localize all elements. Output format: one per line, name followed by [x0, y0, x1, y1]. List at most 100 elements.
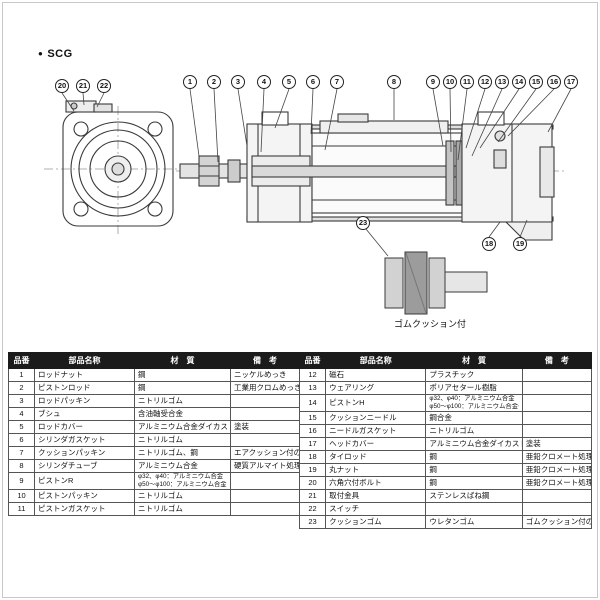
material-cell: アルミニウム合金ダイカスト [425, 437, 523, 451]
material-cell: 鋼 [134, 368, 231, 382]
part-name-cell: ピストンパッキン [34, 489, 135, 503]
column-header: 材 質 [425, 352, 523, 369]
remarks-cell: 亜鉛クロメート処理 [521, 476, 593, 490]
callout-1: 1 [183, 75, 197, 89]
part-number-cell: 3 [8, 394, 35, 408]
part-name-cell: 取付金具 [325, 489, 427, 503]
material-cell: 鋼合金 [425, 411, 523, 425]
remarks-cell: 塗装 [230, 420, 300, 434]
remarks-cell [521, 424, 593, 438]
material-cell: ステンレスばね鋼 [425, 489, 523, 503]
part-name-cell: ニードルガスケット [325, 424, 427, 438]
part-name-cell: ブシュ [34, 407, 135, 421]
callout-4: 4 [257, 75, 271, 89]
material-cell: ニトリルゴム [134, 489, 231, 503]
column-header: 備 考 [521, 352, 593, 369]
column-header: 部品名称 [34, 352, 135, 369]
callout-18: 18 [482, 237, 496, 251]
table-row: 23クッションゴムウレタンゴムゴムクッション付のみ [298, 515, 593, 529]
detail-caption: ゴムクッション付 [394, 319, 467, 329]
remarks-cell: 工業用クロムめっき [230, 381, 300, 395]
part-name-cell: 磁石 [325, 368, 427, 382]
part-number-cell: 17 [298, 437, 327, 451]
header-row: 品番部品名称材 質備 考 [8, 352, 300, 369]
material-cell: 鋼 [425, 450, 523, 464]
part-name-cell: ロッドパッキン [34, 394, 135, 408]
part-number-cell: 23 [298, 515, 327, 529]
remarks-cell [230, 407, 300, 421]
material-cell: ニトリルゴム [134, 394, 231, 408]
remarks-cell [521, 411, 593, 425]
cushion-detail-view [384, 251, 488, 315]
remarks-cell [521, 381, 593, 395]
part-number-cell: 2 [8, 381, 35, 395]
column-header: 部品名称 [325, 352, 427, 369]
material-cell: ニトリルゴム [134, 502, 231, 516]
part-number-cell: 7 [8, 446, 35, 460]
callout-2: 2 [207, 75, 221, 89]
remarks-cell [230, 489, 300, 503]
callout-6: 6 [306, 75, 320, 89]
remarks-cell [230, 433, 300, 447]
callout-22: 22 [97, 79, 111, 93]
remarks-cell [521, 394, 593, 412]
material-cell: 鋼 [134, 381, 231, 395]
material-cell: プラスチック [425, 368, 523, 382]
part-name-cell: ピストンR [34, 472, 135, 490]
part-number-cell: 11 [8, 502, 35, 516]
part-number-cell: 1 [8, 368, 35, 382]
remarks-cell [521, 368, 593, 382]
part-name-cell: シリンダガスケット [34, 433, 135, 447]
part-number-cell: 22 [298, 502, 327, 516]
part-name-cell: ヘッドカバー [325, 437, 427, 451]
part-name-cell: ピストンガスケット [34, 502, 135, 516]
callout-11: 11 [460, 75, 474, 89]
part-name-cell: ロッドカバー [34, 420, 135, 434]
material-cell: 含油軸受合金 [134, 407, 231, 421]
part-number-cell: 16 [298, 424, 327, 438]
material-cell: ウレタンゴム [425, 515, 523, 529]
part-number-cell: 15 [298, 411, 327, 425]
table-header: 品番部品名称材 質備 考 [298, 352, 593, 369]
leader-lines [61, 88, 572, 257]
front-view [62, 100, 174, 227]
part-name-cell: 丸ナット [325, 463, 427, 477]
material-cell: 鋼 [425, 476, 523, 490]
part-number-cell: 13 [298, 381, 327, 395]
table-header: 品番部品名称材 質備 考 [8, 352, 300, 369]
column-header: 品番 [8, 352, 35, 369]
header-row: 品番部品名称材 質備 考 [298, 352, 593, 369]
part-name-cell: シリンダチューブ [34, 459, 135, 473]
callout-17: 17 [564, 75, 578, 89]
part-number-cell: 9 [8, 472, 35, 490]
remarks-cell: ニッケルめっき [230, 368, 300, 382]
callout-16: 16 [547, 75, 561, 89]
remarks-cell: 亜鉛クロメート処理 [521, 463, 593, 477]
callout-12: 12 [478, 75, 492, 89]
part-number-cell: 6 [8, 433, 35, 447]
callout-14: 14 [512, 75, 526, 89]
material-cell: 鋼 [425, 463, 523, 477]
remarks-cell: エアクッション付のみ [230, 446, 300, 460]
part-name-cell: ピストンH [325, 394, 427, 412]
column-header: 品番 [298, 352, 327, 369]
remarks-cell [521, 502, 593, 516]
remarks-cell [230, 472, 300, 490]
material-cell: ニトリルゴム、鋼 [134, 446, 231, 460]
remarks-cell: ゴムクッション付のみ [521, 515, 593, 529]
series-label: ●SCG [38, 48, 73, 60]
part-name-cell: クッションゴム [325, 515, 427, 529]
